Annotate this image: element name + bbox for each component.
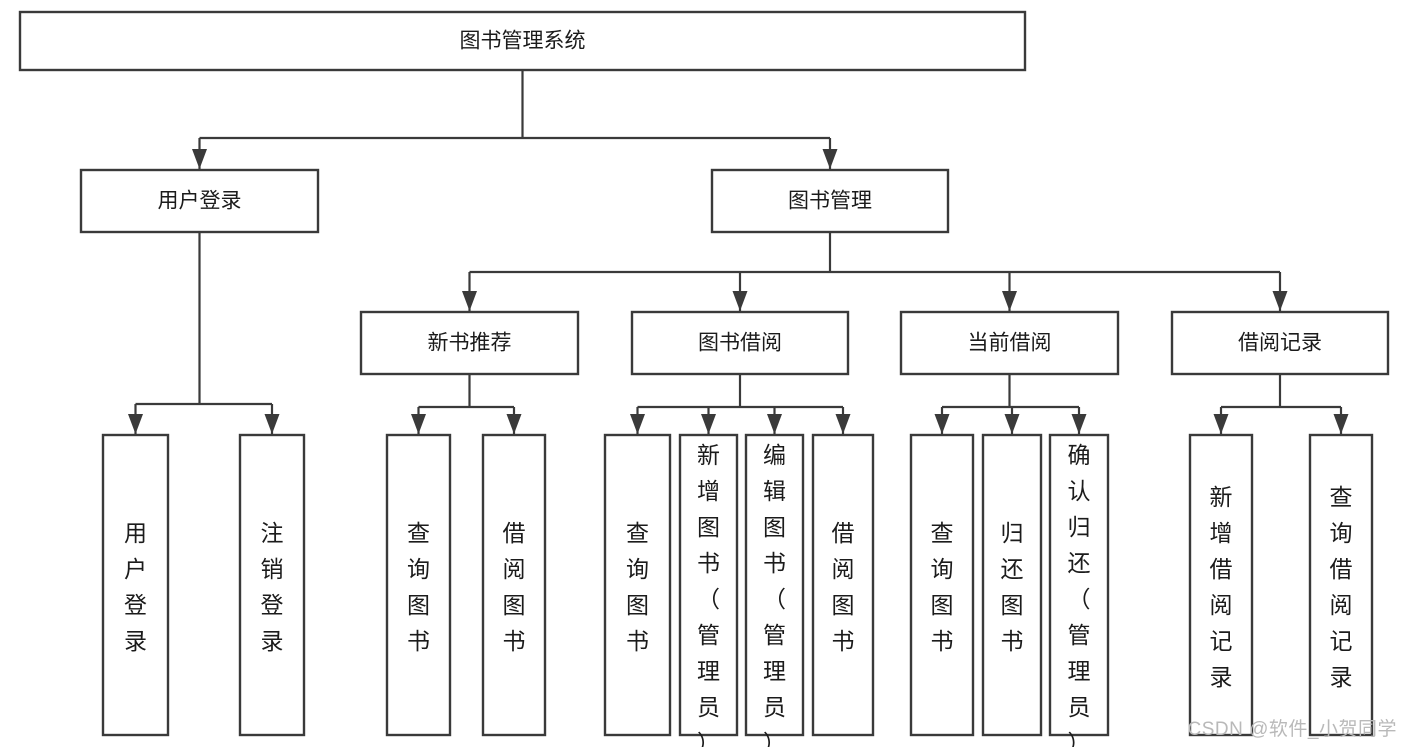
node-box-level3-0[interactable]	[359, 310, 580, 376]
arrow-head-icon	[630, 414, 645, 434]
node-label-level2-0: 用户登录	[158, 190, 242, 213]
node-label-level3-2: 当前借阅	[968, 332, 1052, 355]
node-box-level3-3[interactable]	[1170, 310, 1390, 376]
node-label-leaf-12: 查询借阅记录	[1330, 484, 1353, 690]
arrow-head-icon	[1004, 414, 1020, 434]
node-label-leaf-5: 新增图书（管理员）	[697, 442, 720, 747]
node-box-level3-2[interactable]	[899, 310, 1120, 376]
node-box-leaf-5[interactable]	[678, 433, 739, 737]
node-box-leaf-2[interactable]	[385, 433, 452, 737]
node-label-leaf-3: 借阅图书	[503, 520, 526, 654]
node-label-leaf-11: 新增借阅记录	[1210, 484, 1233, 690]
node-box-leaf-8[interactable]	[909, 433, 975, 737]
arrow-head-icon	[264, 414, 280, 434]
node-label-leaf-9: 归还图书	[1001, 520, 1024, 654]
node-box-leaf-10[interactable]	[1048, 433, 1110, 737]
node-box-leaf-3[interactable]	[481, 433, 547, 737]
arrow-head-icon	[506, 414, 522, 434]
arrow-head-icon	[462, 291, 477, 311]
node-label-leaf-4: 查询图书	[626, 520, 649, 654]
node-box-level3-1[interactable]	[630, 310, 850, 376]
node-box-root[interactable]	[18, 10, 1027, 72]
node-label-leaf-6: 编辑图书（管理员）	[763, 442, 786, 747]
node-box-leaf-1[interactable]	[238, 433, 306, 737]
arrow-head-icon	[128, 414, 143, 434]
node-label-level2-1: 图书管理	[788, 190, 872, 213]
arrow-head-icon	[192, 149, 207, 169]
node-label-level3-1: 图书借阅	[698, 332, 782, 355]
node-box-leaf-11[interactable]	[1188, 433, 1254, 737]
arrow-head-icon	[1333, 414, 1349, 434]
node-labels-layer: 图书管理系统用户登录图书管理新书推荐图书借阅当前借阅借阅记录用户登录注销登录查询…	[124, 30, 1353, 747]
node-label-leaf-1: 注销登录	[261, 520, 284, 654]
arrow-head-icon	[1213, 414, 1229, 434]
arrow-head-icon	[732, 291, 748, 311]
arrow-head-icon	[1071, 414, 1087, 434]
node-label-level3-3: 借阅记录	[1238, 332, 1322, 355]
connector-lines-layer	[128, 70, 1349, 434]
arrow-head-icon	[411, 414, 426, 434]
node-box-leaf-6[interactable]	[744, 433, 805, 737]
node-label-leaf-2: 查询图书	[407, 520, 430, 654]
node-box-level2-1[interactable]	[710, 168, 950, 234]
node-label-leaf-0: 用户登录	[124, 520, 147, 654]
node-label-leaf-7: 借阅图书	[832, 520, 855, 654]
node-label-root: 图书管理系统	[460, 30, 586, 53]
arrow-head-icon	[835, 414, 851, 434]
node-box-leaf-4[interactable]	[603, 433, 672, 737]
node-boxes-layer	[18, 10, 1390, 737]
arrow-head-icon	[1002, 291, 1017, 311]
arrow-head-icon	[701, 414, 716, 434]
node-box-level2-0[interactable]	[79, 168, 320, 234]
node-label-level3-0: 新书推荐	[428, 332, 512, 355]
arrow-head-icon	[1272, 291, 1288, 311]
csdn-watermark: CSDN @软件_小贺同学	[1187, 719, 1397, 740]
node-label-leaf-10: 确认归还（管理员）	[1068, 442, 1091, 747]
node-box-leaf-0[interactable]	[101, 433, 170, 737]
node-box-leaf-7[interactable]	[811, 433, 875, 737]
arrow-head-icon	[822, 149, 838, 169]
arrow-head-icon	[767, 414, 782, 434]
node-label-leaf-8: 查询图书	[931, 520, 954, 654]
node-box-leaf-12[interactable]	[1308, 433, 1374, 737]
arrow-head-icon	[934, 414, 950, 434]
node-box-leaf-9[interactable]	[981, 433, 1043, 737]
